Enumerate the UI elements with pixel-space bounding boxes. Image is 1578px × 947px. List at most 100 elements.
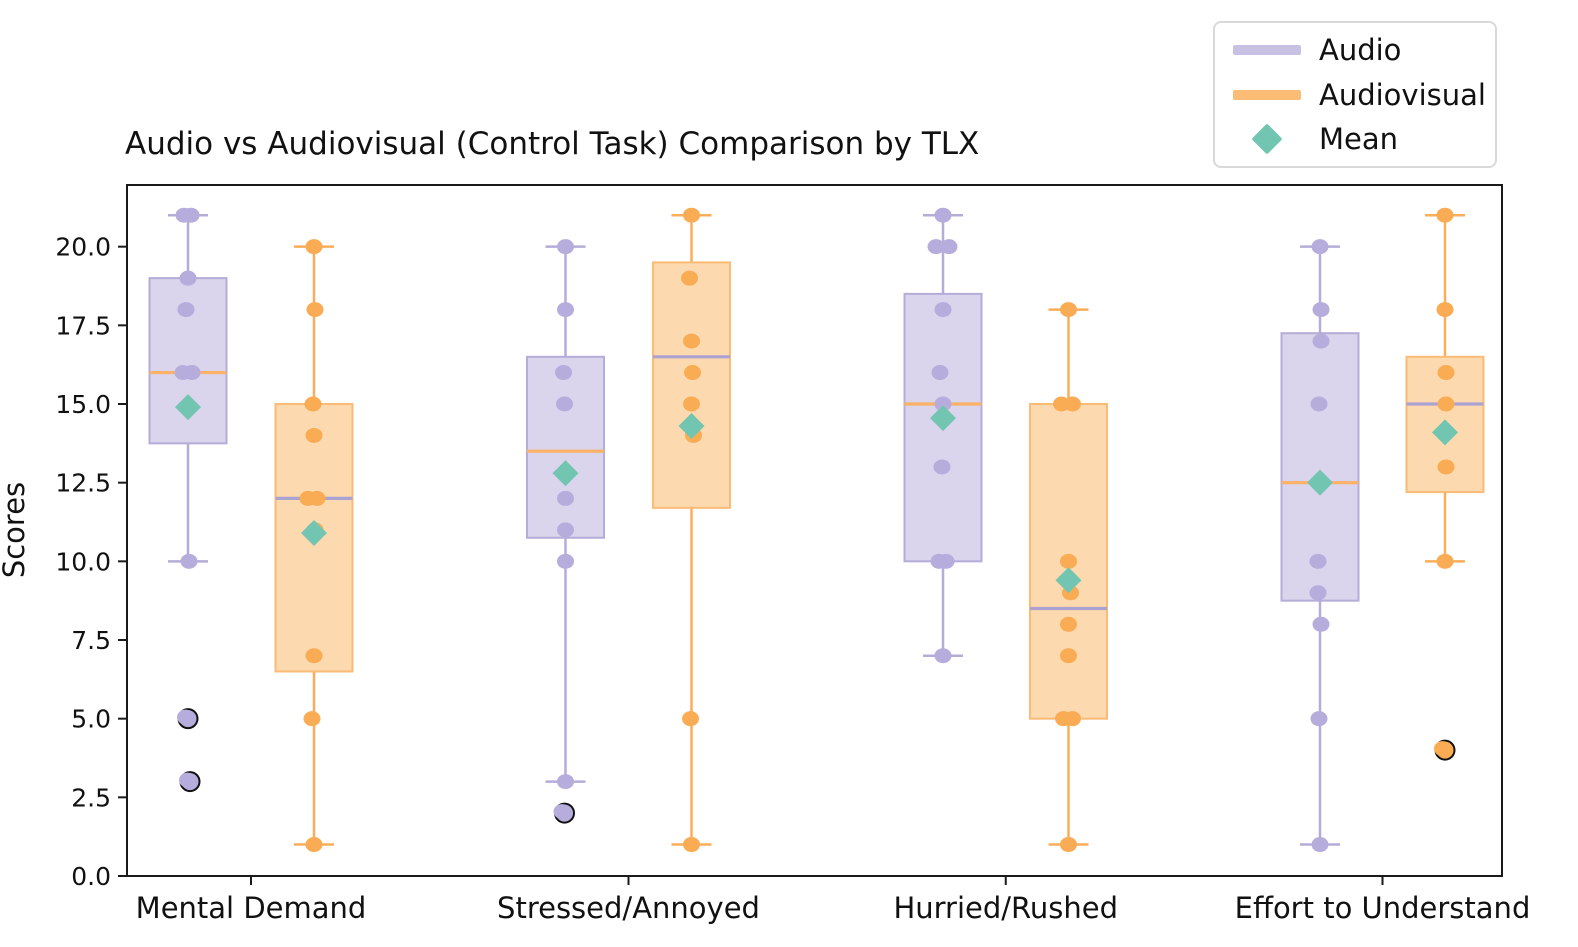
data-point-audio-hurried-rushed bbox=[931, 365, 949, 381]
data-point-audiovisual-hurried-rushed bbox=[1060, 553, 1077, 569]
legend-label: Mean bbox=[1319, 122, 1399, 157]
data-point-audiovisual-mental-demand bbox=[306, 302, 324, 318]
data-point-audiovisual-mental-demand bbox=[308, 490, 326, 506]
outlier-dot-audio-mental-demand bbox=[177, 709, 194, 725]
data-point-audiovisual-stressed-annoyed bbox=[683, 207, 700, 223]
x-tick-label: Stressed/Annoyed bbox=[497, 891, 760, 925]
data-point-audiovisual-hurried-rushed bbox=[1060, 648, 1077, 664]
data-point-audiovisual-hurried-rushed bbox=[1060, 837, 1077, 853]
data-point-audiovisual-stressed-annoyed bbox=[683, 396, 700, 412]
data-point-audiovisual-effort-to-understand bbox=[1436, 302, 1454, 318]
data-point-audiovisual-stressed-annoyed bbox=[683, 837, 700, 853]
legend-line-swatch bbox=[1215, 44, 1319, 55]
y-tick-label: 12.5 bbox=[55, 469, 111, 498]
data-point-audio-hurried-rushed bbox=[934, 207, 952, 223]
axes-frame bbox=[126, 184, 1503, 877]
legend-line-swatch bbox=[1215, 89, 1319, 100]
data-point-audiovisual-mental-demand bbox=[305, 427, 323, 443]
data-point-audiovisual-hurried-rushed bbox=[1060, 302, 1077, 318]
data-point-audio-hurried-rushed bbox=[927, 239, 945, 255]
y-tick-label: 15.0 bbox=[55, 390, 111, 419]
data-point-audiovisual-effort-to-understand bbox=[1436, 207, 1454, 223]
data-point-audio-hurried-rushed bbox=[933, 459, 951, 475]
box-audio-stressed-annoyed bbox=[526, 355, 605, 539]
diamond-icon bbox=[1251, 123, 1283, 155]
data-point-audio-stressed-annoyed bbox=[555, 365, 572, 381]
y-tick-label: 10.0 bbox=[55, 547, 111, 576]
data-point-audiovisual-effort-to-understand bbox=[1437, 459, 1455, 475]
outlier-dot-audio-stressed-annoyed bbox=[553, 804, 571, 820]
data-point-audio-hurried-rushed bbox=[940, 239, 958, 255]
x-tick-label: Hurried/Rushed bbox=[893, 891, 1118, 925]
data-point-audio-mental-demand bbox=[179, 270, 197, 286]
mean-marker-audio-mental-demand bbox=[175, 394, 201, 421]
data-point-audio-mental-demand bbox=[177, 302, 195, 318]
outlier-dot-audiovisual-effort-to-understand bbox=[1434, 741, 1451, 757]
data-point-audio-stressed-annoyed bbox=[557, 774, 574, 790]
data-point-audio-effort-to-understand bbox=[1309, 553, 1327, 569]
y-tick-label: 20.0 bbox=[55, 233, 111, 262]
data-point-audio-effort-to-understand bbox=[1311, 239, 1329, 255]
data-point-audiovisual-stressed-annoyed bbox=[683, 333, 700, 349]
legend-item-mean: Mean bbox=[1215, 117, 1495, 161]
data-point-audio-effort-to-understand bbox=[1312, 302, 1330, 318]
data-point-audiovisual-effort-to-understand bbox=[1436, 553, 1454, 569]
data-point-audio-hurried-rushed bbox=[934, 302, 952, 318]
mean-marker-audio-stressed-annoyed bbox=[552, 460, 579, 487]
data-point-audio-stressed-annoyed bbox=[557, 239, 574, 255]
data-point-audio-stressed-annoyed bbox=[557, 522, 574, 538]
legend-label: Audio bbox=[1319, 32, 1402, 67]
y-tick-label: 7.5 bbox=[71, 626, 111, 655]
y-tick-label: 5.0 bbox=[71, 705, 111, 734]
y-tick-label: 2.5 bbox=[71, 783, 111, 812]
data-point-audio-stressed-annoyed bbox=[557, 490, 574, 506]
data-point-audio-stressed-annoyed bbox=[557, 553, 574, 569]
data-point-audio-mental-demand bbox=[183, 365, 201, 381]
data-point-audiovisual-stressed-annoyed bbox=[684, 365, 701, 381]
data-point-audio-mental-demand bbox=[182, 207, 200, 223]
box-audiovisual-stressed-annoyed bbox=[652, 261, 731, 509]
data-point-audiovisual-hurried-rushed bbox=[1060, 616, 1077, 632]
data-point-audiovisual-mental-demand bbox=[305, 648, 323, 664]
chart-title: Audio vs Audiovisual (Control Task) Comp… bbox=[125, 126, 980, 162]
mean-marker-audiovisual-hurried-rushed bbox=[1055, 567, 1082, 594]
line-swatch-icon bbox=[1233, 44, 1301, 55]
mean-marker-audio-effort-to-understand bbox=[1307, 469, 1333, 496]
data-point-audio-effort-to-understand bbox=[1312, 333, 1330, 349]
data-point-audiovisual-mental-demand bbox=[305, 239, 323, 255]
data-point-audio-effort-to-understand bbox=[1312, 616, 1330, 632]
legend-label: Audiovisual bbox=[1319, 77, 1486, 112]
data-point-audiovisual-stressed-annoyed bbox=[681, 270, 698, 286]
y-tick-label: 17.5 bbox=[55, 311, 111, 340]
data-point-audiovisual-mental-demand bbox=[304, 396, 322, 412]
data-point-audio-mental-demand bbox=[180, 553, 198, 569]
data-point-audiovisual-stressed-annoyed bbox=[682, 711, 699, 727]
data-point-audiovisual-hurried-rushed bbox=[1064, 396, 1081, 412]
legend-item-audiovisual: Audiovisual bbox=[1215, 73, 1495, 117]
mean-marker-audiovisual-effort-to-understand bbox=[1432, 419, 1458, 446]
data-point-audiovisual-effort-to-understand bbox=[1437, 365, 1455, 381]
line-swatch-icon bbox=[1233, 89, 1301, 100]
mean-marker-audio-hurried-rushed bbox=[930, 405, 956, 432]
data-point-audio-effort-to-understand bbox=[1310, 396, 1328, 412]
x-tick-label: Effort to Understand bbox=[1235, 891, 1531, 925]
data-point-audio-effort-to-understand bbox=[1310, 711, 1328, 727]
legend-item-audio: Audio bbox=[1215, 28, 1495, 72]
mean-diamond-icon bbox=[1215, 123, 1319, 155]
data-point-audio-stressed-annoyed bbox=[556, 396, 573, 412]
data-point-audio-stressed-annoyed bbox=[557, 302, 574, 318]
data-point-audiovisual-hurried-rushed bbox=[1064, 711, 1081, 727]
data-point-audio-hurried-rushed bbox=[934, 396, 952, 412]
data-point-audio-effort-to-understand bbox=[1309, 585, 1327, 601]
y-tick-label: 0.0 bbox=[71, 862, 111, 891]
outlier-dot-audio-mental-demand bbox=[179, 772, 196, 788]
data-point-audiovisual-mental-demand bbox=[303, 711, 321, 727]
mean-marker-audiovisual-mental-demand bbox=[301, 520, 327, 547]
data-point-audio-hurried-rushed bbox=[934, 648, 952, 664]
data-point-audiovisual-effort-to-understand bbox=[1437, 396, 1455, 412]
mean-marker-audiovisual-stressed-annoyed bbox=[678, 413, 705, 440]
data-point-audiovisual-mental-demand bbox=[305, 837, 323, 853]
